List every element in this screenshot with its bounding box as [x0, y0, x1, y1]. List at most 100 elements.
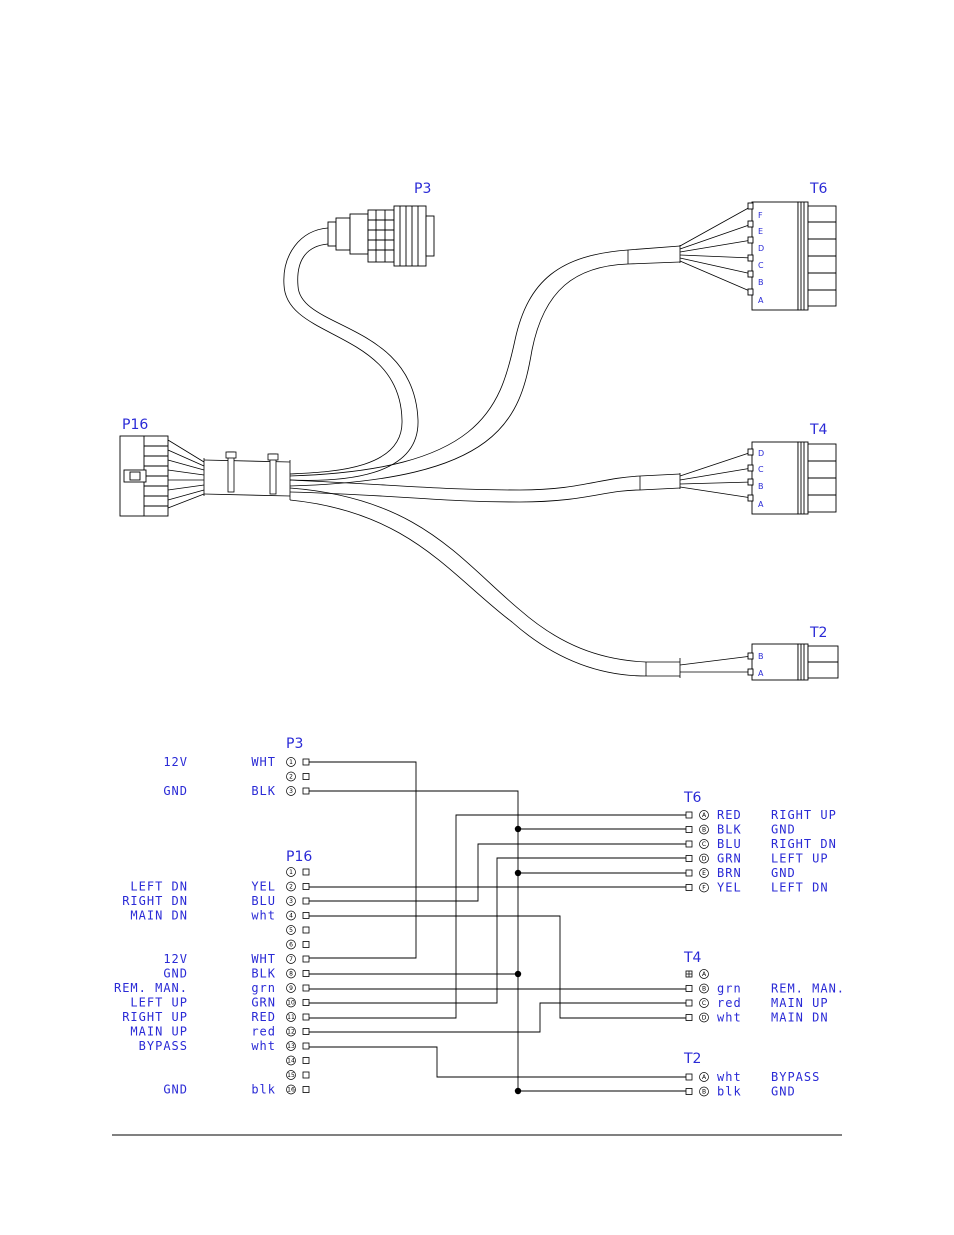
p16-connector-drawing: [119, 435, 169, 517]
p16-pin-number: 13: [287, 1043, 295, 1050]
p3-schematic-label: P3: [286, 736, 303, 752]
p16-wire-color: wht: [251, 1039, 276, 1053]
p3-terminal: [302, 787, 310, 795]
p16-signal-label: LEFT UP: [130, 996, 188, 1010]
t6-pin-letter: A: [702, 812, 707, 819]
t6-terminal: [685, 811, 693, 819]
p16-signal-label: 12V: [163, 952, 188, 966]
cable-tie-1: [225, 451, 237, 493]
t2-wire-color: wht: [717, 1070, 742, 1084]
p16-signal-label: MAIN DN: [130, 909, 188, 923]
p16-terminal: [302, 1057, 310, 1064]
junction-dot: [514, 970, 522, 978]
t4-connector-drawing: [747, 441, 837, 515]
p16-terminal: [302, 926, 310, 934]
p16-pin-number: 6: [289, 942, 293, 949]
p3-wire-color: BLK: [251, 784, 276, 798]
p3-pin-number: 3: [289, 788, 293, 795]
t2-signal-label: GND: [771, 1085, 796, 1099]
p16-pin-number: 11: [287, 1014, 295, 1021]
p16-signal-label: MAIN UP: [130, 1025, 188, 1039]
t6-connector-drawing: [747, 201, 837, 311]
p16-pin-number: 9: [289, 985, 293, 992]
p16-row: 15: [286, 1070, 310, 1080]
p16-pin-number: 5: [289, 927, 293, 934]
svg-text:C: C: [758, 261, 764, 270]
svg-text:C: C: [758, 465, 764, 474]
t4-wire-color: grn: [717, 982, 742, 996]
t4-pin-circle: [699, 969, 709, 979]
t2-terminal: [685, 1073, 693, 1081]
p16-pin-circle: [286, 896, 296, 906]
t6-signal-label: GND: [771, 823, 796, 837]
schematic-wires: [309, 761, 686, 1095]
p16-signal-label: RIGHT DN: [122, 894, 188, 908]
t2-signal-label: BYPASS: [771, 1070, 820, 1084]
t6-wire-color: BRN: [717, 866, 742, 880]
t6-pin-circle: [699, 810, 709, 820]
p16-pin-number: 14: [287, 1058, 295, 1065]
t2-pin-circle: [699, 1086, 709, 1097]
wire-segment: [309, 761, 417, 959]
t4-terminal: [685, 985, 693, 992]
t4-signal-label: MAIN DN: [771, 1011, 829, 1025]
p16-signal-label: REM. MAN.: [114, 981, 188, 995]
p3-terminal: [302, 758, 310, 766]
p16-pin-circle: [286, 1041, 296, 1051]
p16-pin-circle: [286, 1055, 296, 1066]
p16-wire-color: blk: [251, 1083, 276, 1097]
p16-wire-color: RED: [251, 1010, 276, 1024]
t6-pin-letter: D: [702, 856, 707, 863]
t6-signal-label: RIGHT UP: [771, 808, 837, 822]
t6-pin-circle: [699, 868, 709, 878]
t6-wire-color: YEL: [717, 881, 742, 895]
p3-wire-color: WHT: [251, 755, 276, 769]
p16-row: 14: [286, 1055, 310, 1066]
t4-signal-label: REM. MAN.: [771, 982, 845, 996]
junction-dot: [514, 1087, 522, 1095]
t2-drawing-label: T2: [809, 625, 827, 641]
svg-text:D: D: [758, 449, 764, 458]
p16-signal-label: GND: [163, 967, 188, 981]
p16-pin-number: 2: [289, 884, 293, 891]
t6-pin-letter: E: [702, 870, 706, 877]
t4-pin-circle: [699, 998, 709, 1008]
p16-signal-label: BYPASS: [139, 1039, 188, 1053]
wire-segment: [309, 857, 686, 1004]
t6-row: A RED RIGHT UP: [685, 808, 837, 822]
p16-terminal: [302, 1071, 310, 1079]
t6-wire-color: BLK: [717, 823, 742, 837]
t6-terminal: [685, 869, 693, 877]
t2-wire-color: blk: [717, 1085, 742, 1099]
p16-pin-number: 1: [289, 869, 293, 876]
t6-wire-color: RED: [717, 808, 742, 822]
wire-segment: [309, 915, 686, 1019]
p3-terminal: [302, 773, 310, 780]
t6-pin-circle: [699, 824, 709, 835]
p16-pin-circle: [286, 1070, 296, 1080]
p16-pin-circle: [286, 910, 296, 921]
p3-pin-number: 2: [289, 774, 293, 781]
p16-pin-circle: [286, 867, 296, 877]
p16-terminal: [302, 1013, 310, 1021]
t6-pin-letter: C: [702, 841, 706, 848]
cable-tie-2: [267, 453, 279, 495]
p16-terminal: [302, 970, 310, 977]
p16-drawing-label: P16: [122, 417, 148, 433]
p3-pin-circle: [286, 771, 296, 782]
p16-row: 5: [286, 925, 310, 935]
p3-pin-circle: [286, 757, 296, 767]
t4-pin-letters: D C B A: [758, 449, 764, 509]
p16-terminal: [302, 897, 310, 905]
